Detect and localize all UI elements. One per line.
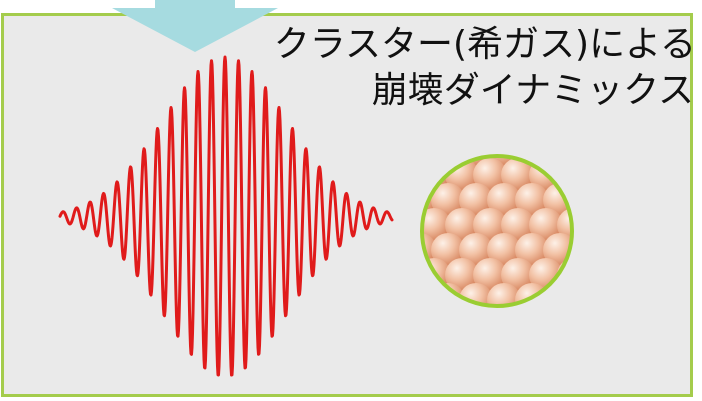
atom-sphere	[422, 283, 437, 306]
atom-sphere	[473, 308, 507, 342]
atom-sphere	[557, 158, 572, 192]
atom-sphere	[487, 233, 521, 267]
laser-pulse-waveform	[58, 55, 394, 377]
atom-sphere	[422, 156, 437, 167]
atom-sphere	[487, 183, 521, 217]
atom-sphere	[557, 258, 572, 292]
atom-sphere	[585, 308, 619, 342]
atom-sphere	[585, 208, 619, 242]
atom-sphere	[571, 183, 572, 217]
atom-sphere	[459, 183, 493, 217]
atom-sphere	[473, 208, 507, 242]
caption: クラスター(希ガス)による 崩壊ダイナミックス	[176, 22, 696, 114]
atom-sphere	[501, 308, 535, 342]
cluster-outline	[420, 154, 574, 308]
atom-sphere	[543, 156, 572, 167]
atom-sphere	[501, 258, 535, 292]
atom-sphere	[473, 258, 507, 292]
atom-sphere	[445, 208, 479, 242]
atom-sphere	[571, 156, 572, 167]
atom-sphere	[473, 158, 507, 192]
atom-sphere	[571, 233, 572, 267]
content-panel	[1, 13, 693, 397]
atom-sphere	[515, 233, 549, 267]
atom-sphere	[417, 308, 451, 342]
caption-line-2: 崩壊ダイナミックス	[371, 70, 694, 111]
atom-sphere	[571, 283, 572, 306]
atom-sphere	[431, 233, 465, 267]
atom-sphere	[501, 158, 535, 192]
atom-sphere	[431, 156, 465, 167]
atom-sphere	[585, 258, 619, 292]
atom-sphere	[459, 233, 493, 267]
atom-sphere	[422, 208, 451, 242]
atom-sphere	[501, 208, 535, 242]
atom-sphere	[529, 308, 563, 342]
down-arrow-icon	[112, 0, 278, 52]
atom-sphere	[557, 308, 591, 342]
atom-sphere	[585, 158, 619, 192]
atom-sphere	[459, 283, 493, 306]
atom-sphere	[431, 183, 465, 217]
atom-cluster-icon	[417, 154, 619, 342]
atom-sphere	[557, 208, 572, 242]
atom-sphere	[515, 183, 549, 217]
arrow-shape	[112, 0, 278, 52]
caption-line-1: クラスター(希ガス)による	[273, 24, 696, 65]
atom-sphere	[487, 283, 521, 306]
atom-sphere	[445, 258, 479, 292]
atom-sphere	[445, 308, 479, 342]
atom-sphere	[529, 208, 563, 242]
